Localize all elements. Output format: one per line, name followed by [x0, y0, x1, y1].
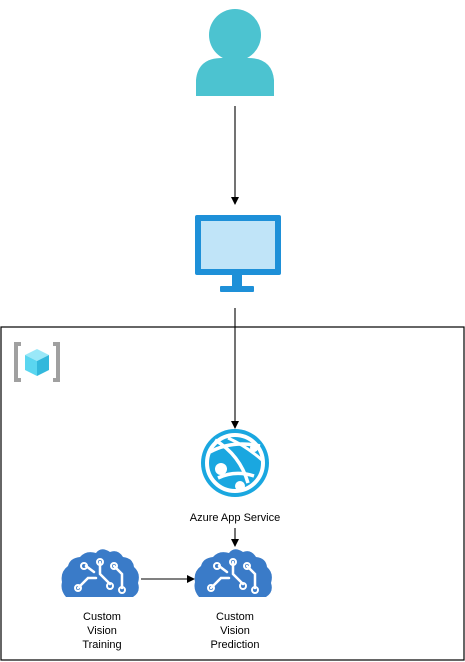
training-label-line-2: Vision [87, 625, 117, 637]
training-label-line-3: Training [82, 639, 122, 651]
monitor-icon[interactable] [195, 215, 281, 292]
user-icon[interactable] [196, 9, 274, 96]
app-service-globe-icon[interactable] [201, 429, 269, 497]
prediction-label-line-1: Custom [216, 611, 254, 623]
app-service-label: Azure App Service [189, 512, 281, 524]
training-label-line-1: Custom [83, 611, 121, 623]
resource-group-icon [14, 342, 60, 382]
prediction-label-line-2: Vision [220, 625, 250, 637]
prediction-label-line-3: Prediction [210, 639, 260, 651]
cognitive-brain-icon[interactable] [61, 549, 139, 597]
training-label: Custom Vision Training [62, 610, 142, 652]
cognitive-brain-icon[interactable] [194, 549, 272, 597]
prediction-label: Custom Vision Prediction [195, 610, 275, 652]
resource-group-container[interactable] [0, 326, 465, 661]
